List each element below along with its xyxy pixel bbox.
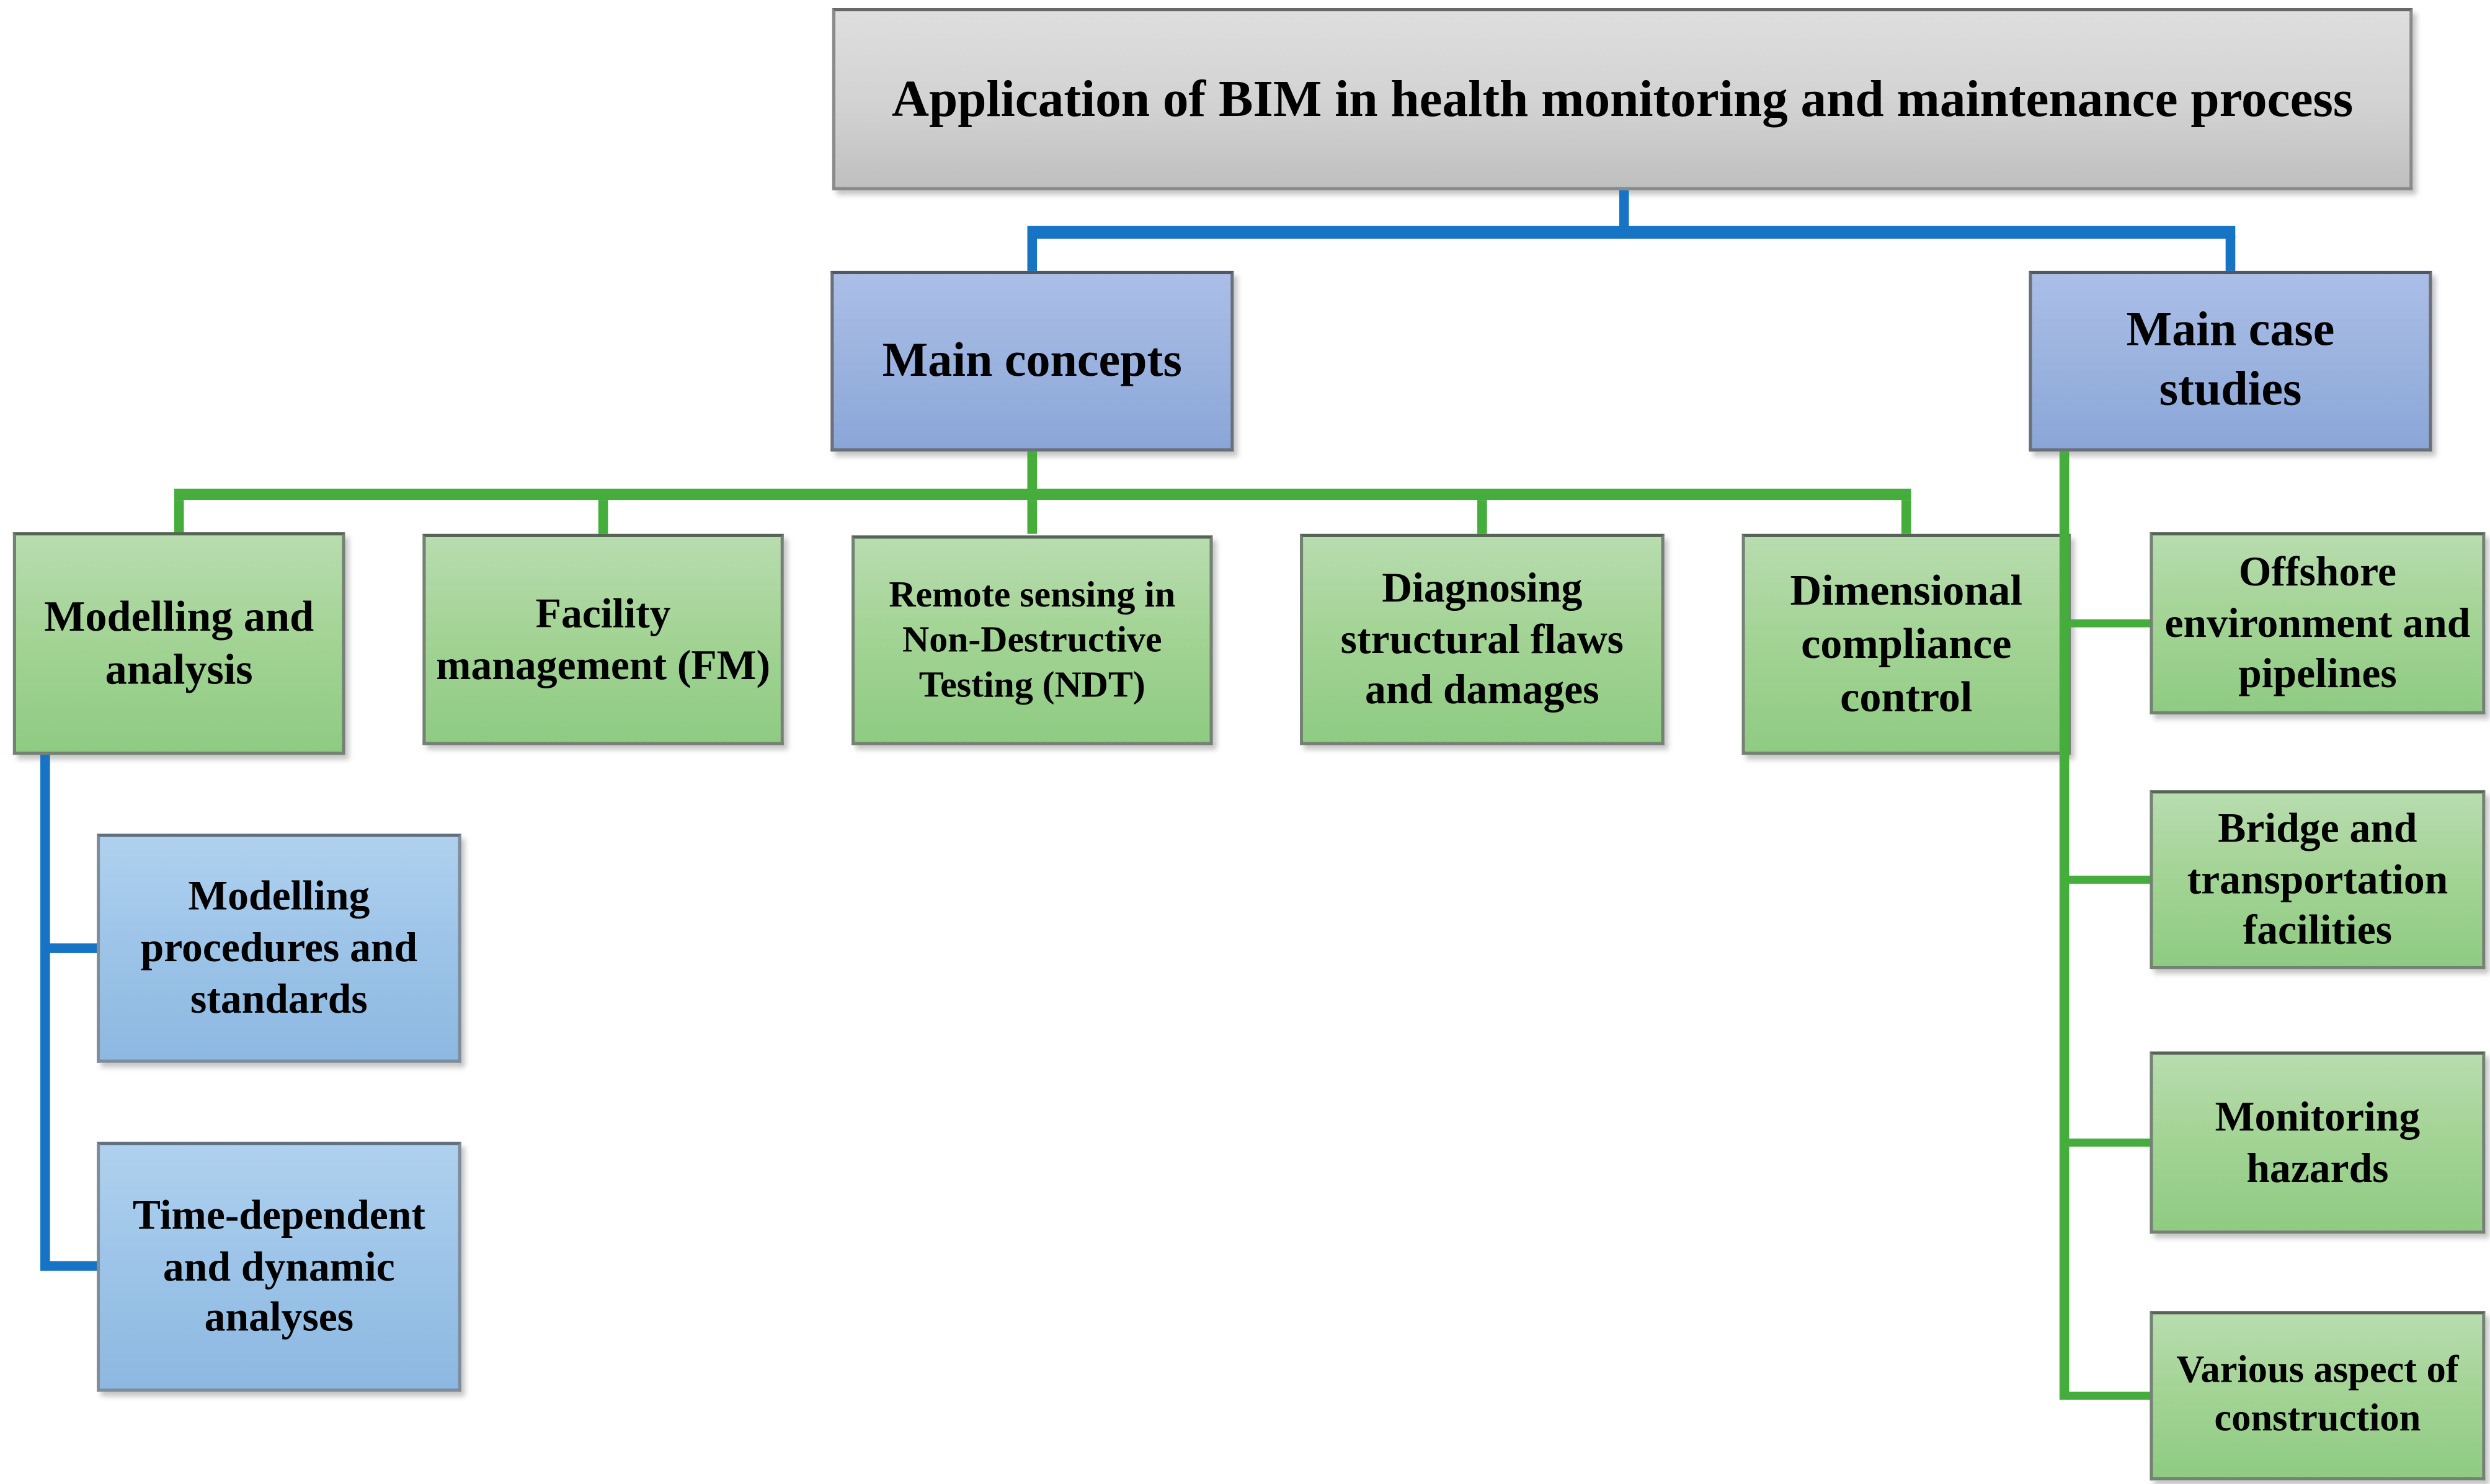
main-concepts-label: Main concepts [882, 333, 1182, 387]
modelling-procedures-node: Modelling procedures and standards [97, 833, 461, 1063]
connector-branch-various [2066, 1392, 2150, 1400]
offshore-label: Offshore environment and pipelines [2164, 548, 2471, 698]
connector-drop-main-case-studies [2225, 235, 2236, 271]
connector-substeps-vline [40, 755, 50, 1271]
diagnosing-flaws-node: Diagnosing structural flaws and damages [1300, 533, 1665, 745]
connector-stub-modelling-analysis [174, 500, 184, 534]
main-case-studies-node: Main case studies [2029, 270, 2432, 452]
connector-case-studies-vline [2059, 451, 2070, 1400]
connector-stub-remote-sensing [1027, 500, 1038, 534]
connector-branch-monitoring [2066, 1138, 2150, 1147]
main-case-studies-label: Main case studies [2126, 303, 2335, 416]
connector-stub-dimensional [1901, 500, 1911, 534]
connector-drop-main-concepts [1027, 235, 1038, 271]
connector-root-stem [1619, 190, 1629, 231]
connector-branch-bridge [2066, 876, 2150, 884]
monitoring-hazards-node: Monitoring hazards [2150, 1051, 2486, 1234]
connector-stub-facility-management [598, 500, 608, 534]
time-dependent-label: Time-dependent and dynamic analyses [132, 1191, 425, 1341]
diagnosing-flaws-label: Diagnosing structural flaws and damages [1340, 564, 1624, 714]
modelling-analysis-label: Modelling and analysis [44, 592, 314, 694]
connector-branch-modelling-procedures [40, 943, 97, 953]
connector-concepts-hline [174, 488, 1911, 500]
facility-management-label: Facility management (FM) [436, 590, 771, 688]
remote-sensing-label: Remote sensing in Non-Destructive Testin… [889, 574, 1176, 705]
modelling-procedures-label: Modelling procedures and standards [140, 873, 418, 1023]
title-node-label: Application of BIM in health monitoring … [891, 69, 2354, 128]
title-node: Application of BIM in health monitoring … [832, 8, 2413, 190]
connector-level1-hline [1027, 226, 2236, 239]
connector-concepts-stem [1027, 451, 1038, 495]
bridge-label: Bridge and transportation facilities [2187, 804, 2448, 954]
connector-stub-diagnosing [1477, 500, 1487, 534]
offshore-node: Offshore environment and pipelines [2150, 532, 2486, 715]
connector-branch-offshore [2066, 619, 2150, 628]
bridge-node: Bridge and transportation facilities [2150, 790, 2486, 969]
facility-management-node: Facility management (FM) [422, 533, 784, 745]
dimensional-control-label: Dimensional compliance control [1790, 566, 2023, 721]
modelling-analysis-node: Modelling and analysis [12, 532, 345, 755]
main-concepts-node: Main concepts [830, 270, 1234, 452]
various-construction-node: Various aspect of construction [2150, 1311, 2486, 1481]
connector-branch-time-dependent [40, 1261, 97, 1271]
remote-sensing-node: Remote sensing in Non-Destructive Testin… [851, 535, 1213, 745]
dimensional-control-node: Dimensional compliance control [1741, 533, 2071, 755]
monitoring-hazards-label: Monitoring hazards [2215, 1093, 2421, 1191]
time-dependent-node: Time-dependent and dynamic analyses [97, 1142, 461, 1392]
various-construction-label: Various aspect of construction [2176, 1350, 2459, 1439]
